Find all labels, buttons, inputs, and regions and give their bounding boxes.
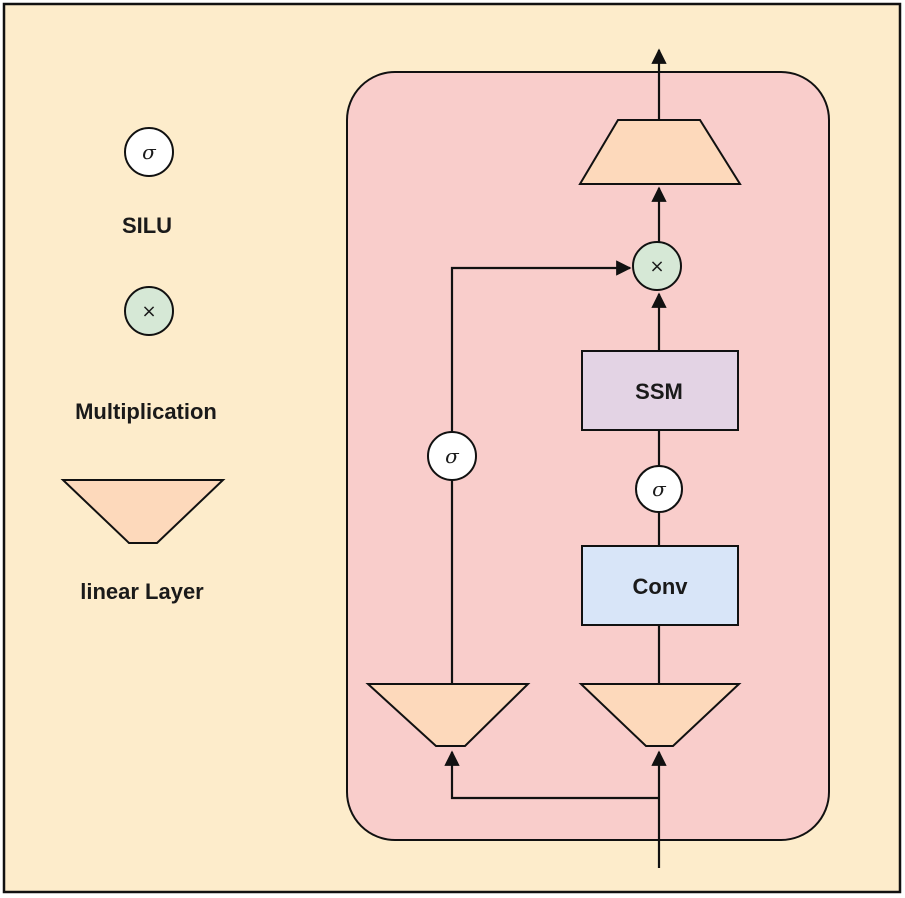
conv-box-rect (581, 545, 739, 626)
conv-label: Conv (633, 574, 689, 599)
linear-layer-main (578, 683, 742, 747)
multiply-icon (632, 241, 682, 291)
multiply-legend-symbol: × (141, 301, 156, 322)
linear-layer-output (578, 119, 742, 185)
silu-legend-symbol: σ (142, 140, 157, 164)
ssm-box: SSM (581, 350, 739, 431)
silu-gate: σ (427, 431, 477, 481)
legend-linear-layer: linear Layer (60, 479, 226, 604)
multiply-symbol: × (649, 256, 664, 277)
ssm-label: SSM (635, 379, 683, 404)
linear-layer-gate (365, 683, 531, 747)
silu-main-icon (635, 465, 683, 513)
silu-main: σ (635, 465, 683, 513)
conv-box: Conv (581, 545, 739, 626)
gate-arrow-upper (450, 260, 632, 432)
silu-legend-icon (124, 127, 174, 177)
branch-arrow (444, 750, 659, 800)
legend-silu: σ SILU (122, 127, 174, 238)
silu-main-symbol: σ (652, 477, 667, 501)
legend-multiplication: × Multiplication (75, 286, 217, 424)
ssm-box-rect (581, 350, 739, 431)
connections (444, 48, 667, 868)
silu-gate-icon (427, 431, 477, 481)
multiply-legend-icon (124, 286, 174, 336)
legend: σ SILU × Multiplication linear Layer (60, 127, 226, 604)
silu-gate-symbol: σ (445, 444, 460, 468)
silu-legend-label: SILU (122, 213, 172, 238)
linear-layer-legend-label: linear Layer (80, 579, 204, 604)
multiply-node: × (632, 241, 682, 291)
linear-layer-legend-icon (60, 479, 226, 544)
block-container (346, 71, 830, 841)
multiply-legend-label: Multiplication (75, 399, 217, 424)
